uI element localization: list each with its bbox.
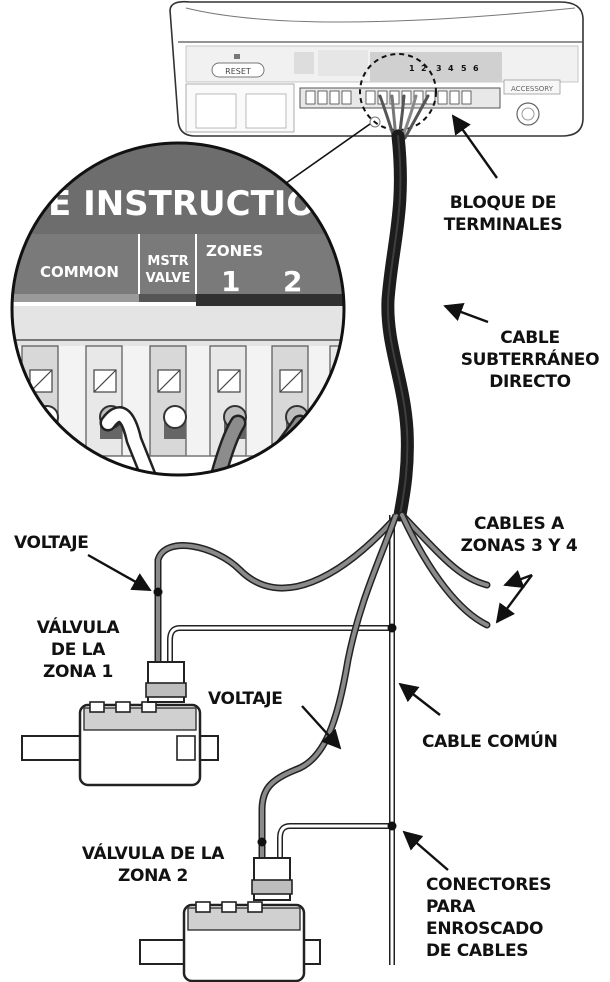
svg-text:4: 4: [448, 64, 454, 73]
wire-connectors-label: CONECTORES PARA ENROSCADO DE CABLES: [426, 875, 552, 961]
terminal-block: [299, 87, 501, 109]
accessory-label: ACCESSORY: [511, 85, 554, 93]
svg-text:3: 3: [436, 64, 442, 73]
terminal-block-label: BLOQUE DE TERMINALES: [443, 193, 563, 235]
valve-zone-1-label: VÁLVULA DE LA ZONA 1: [36, 618, 120, 682]
svg-text:1: 1: [409, 64, 415, 73]
svg-text:6: 6: [473, 64, 479, 73]
zoom-zones-label: ZONES: [206, 242, 263, 260]
reset-label: RESET: [225, 67, 251, 76]
common-cable-label: CABLE COMÚN: [422, 732, 558, 752]
svg-text:5: 5: [461, 64, 467, 73]
voltage-top-label: VOLTAJE: [14, 533, 89, 553]
zoom-zone-1: 1: [221, 265, 240, 298]
svg-text:2: 2: [421, 64, 427, 73]
cables-to-zones-label: CABLES A ZONAS 3 Y 4: [460, 514, 578, 556]
zoom-zone-2: 2: [283, 265, 302, 298]
valve-zone-1: [21, 661, 219, 787]
zoom-header-text: E INSTRUCTIONS: [48, 184, 368, 224]
valve-zone-2: [139, 857, 321, 982]
spare-wires: [398, 511, 491, 629]
zoom-selection-circle: [359, 53, 437, 131]
voltage-mid-label: VOLTAJE: [208, 689, 283, 709]
zoom-common-label: COMMON: [40, 263, 119, 281]
zoom-valve-label: VALVE: [146, 271, 191, 286]
controller-unit: RESET 1 2 3 4 5 6 ACCESSORY: [169, 0, 584, 137]
terminal-number-row: 1 2 3 4 5 6: [409, 64, 479, 73]
direct-burial-cable-label: CABLE SUBTERRÁNEO DIRECTO: [460, 328, 600, 392]
common-wire: [167, 515, 397, 965]
zone2-wire: [257, 513, 400, 860]
zone1-wire: [153, 512, 401, 665]
zoom-mstr-label: MSTR: [147, 254, 188, 269]
zoom-inset: E INSTRUCTIONS COMMON MSTR VALVE ZONES 1…: [10, 141, 368, 477]
direct-burial-cable: [381, 129, 414, 522]
callout-arrows: [87, 114, 533, 871]
valve-zone-2-label: VÁLVULA DE LA ZONA 2: [81, 844, 225, 886]
